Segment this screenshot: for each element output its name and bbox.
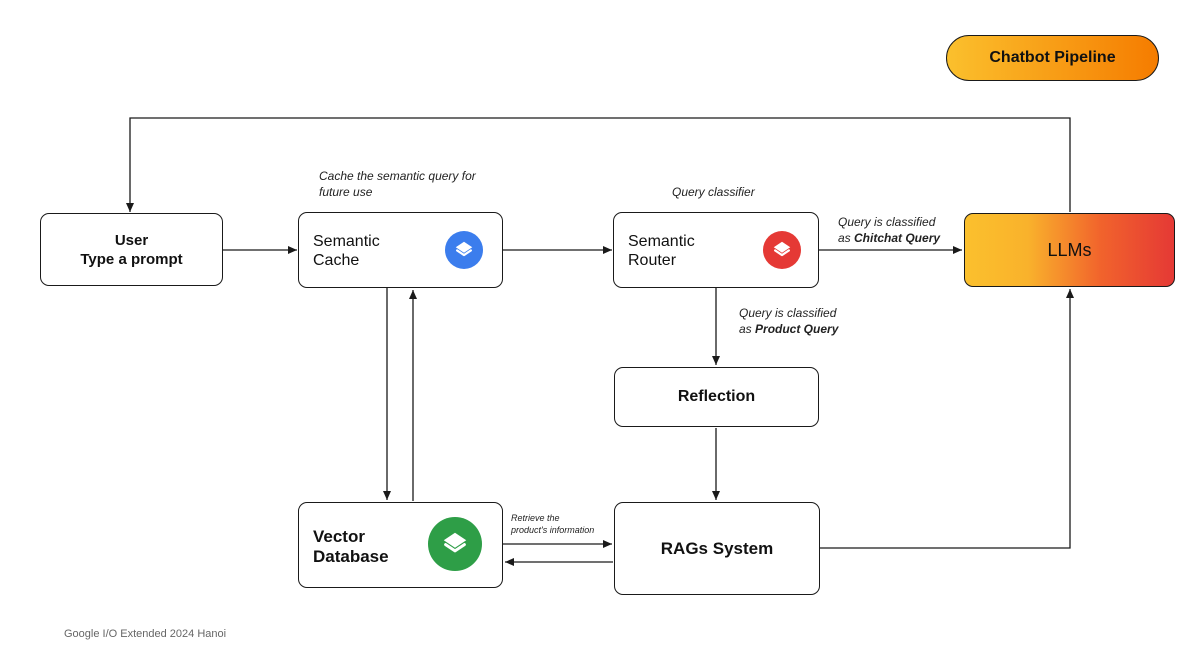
layers-icon bbox=[763, 231, 801, 269]
vector-database-label-1: Vector bbox=[313, 527, 365, 546]
semantic-cache-label-1: Semantic bbox=[313, 233, 380, 250]
retrieve-note: Retrieve the product's information bbox=[511, 512, 594, 536]
footer-text: Google I/O Extended 2024 Hanoi bbox=[64, 628, 227, 640]
reflection-label: Reflection bbox=[677, 388, 756, 405]
chitchat-note-prefix: as bbox=[838, 231, 855, 245]
semantic-cache-node: Semantic Cache bbox=[298, 212, 503, 288]
product-note: Query is classified as Product Query bbox=[739, 305, 838, 337]
vector-database-label-2: Database bbox=[313, 547, 389, 566]
chatbot-pipeline-badge: Chatbot Pipeline bbox=[946, 35, 1159, 81]
badge-label: Chatbot Pipeline bbox=[989, 49, 1116, 66]
rags-system-label: RAGs System bbox=[660, 538, 774, 558]
user-node: User Type a prompt bbox=[40, 213, 223, 286]
llms-node: LLMs bbox=[964, 213, 1175, 287]
user-label: User bbox=[114, 231, 149, 249]
cache-note-line-1: Cache the semantic query for bbox=[319, 169, 476, 183]
router-note: Query classifier bbox=[672, 185, 755, 199]
semantic-cache-label-2: Cache bbox=[313, 252, 360, 269]
layers-icon bbox=[428, 517, 482, 571]
rags-system-node: RAGs System bbox=[614, 502, 820, 595]
retrieve-note-line-2: product's information bbox=[511, 525, 595, 535]
semantic-router-node: Semantic Router bbox=[613, 212, 819, 288]
vector-database-node: Vector Database bbox=[298, 502, 503, 588]
arrow-llms-to-user bbox=[126, 117, 1071, 212]
product-note-line-1: Query is classified bbox=[739, 306, 837, 320]
product-query-label: Product Query bbox=[755, 322, 839, 336]
llms-label: LLMs bbox=[1047, 239, 1092, 260]
arrow-rags-to-llms bbox=[820, 289, 1074, 549]
semantic-router-label-2: Router bbox=[628, 252, 677, 269]
reflection-node: Reflection bbox=[614, 367, 819, 427]
user-sublabel: Type a prompt bbox=[80, 250, 183, 268]
layers-icon bbox=[445, 231, 483, 269]
cache-note: Cache the semantic query for future use bbox=[319, 168, 476, 200]
chitchat-query-label: Chitchat Query bbox=[854, 231, 941, 245]
chitchat-note-line-1: Query is classified bbox=[838, 215, 936, 229]
semantic-router-label-1: Semantic bbox=[628, 233, 695, 250]
chitchat-note: Query is classified as Chitchat Query bbox=[838, 214, 940, 246]
retrieve-note-line-1: Retrieve the bbox=[511, 513, 560, 523]
product-note-prefix: as bbox=[739, 322, 756, 336]
cache-note-line-2: future use bbox=[319, 185, 373, 199]
